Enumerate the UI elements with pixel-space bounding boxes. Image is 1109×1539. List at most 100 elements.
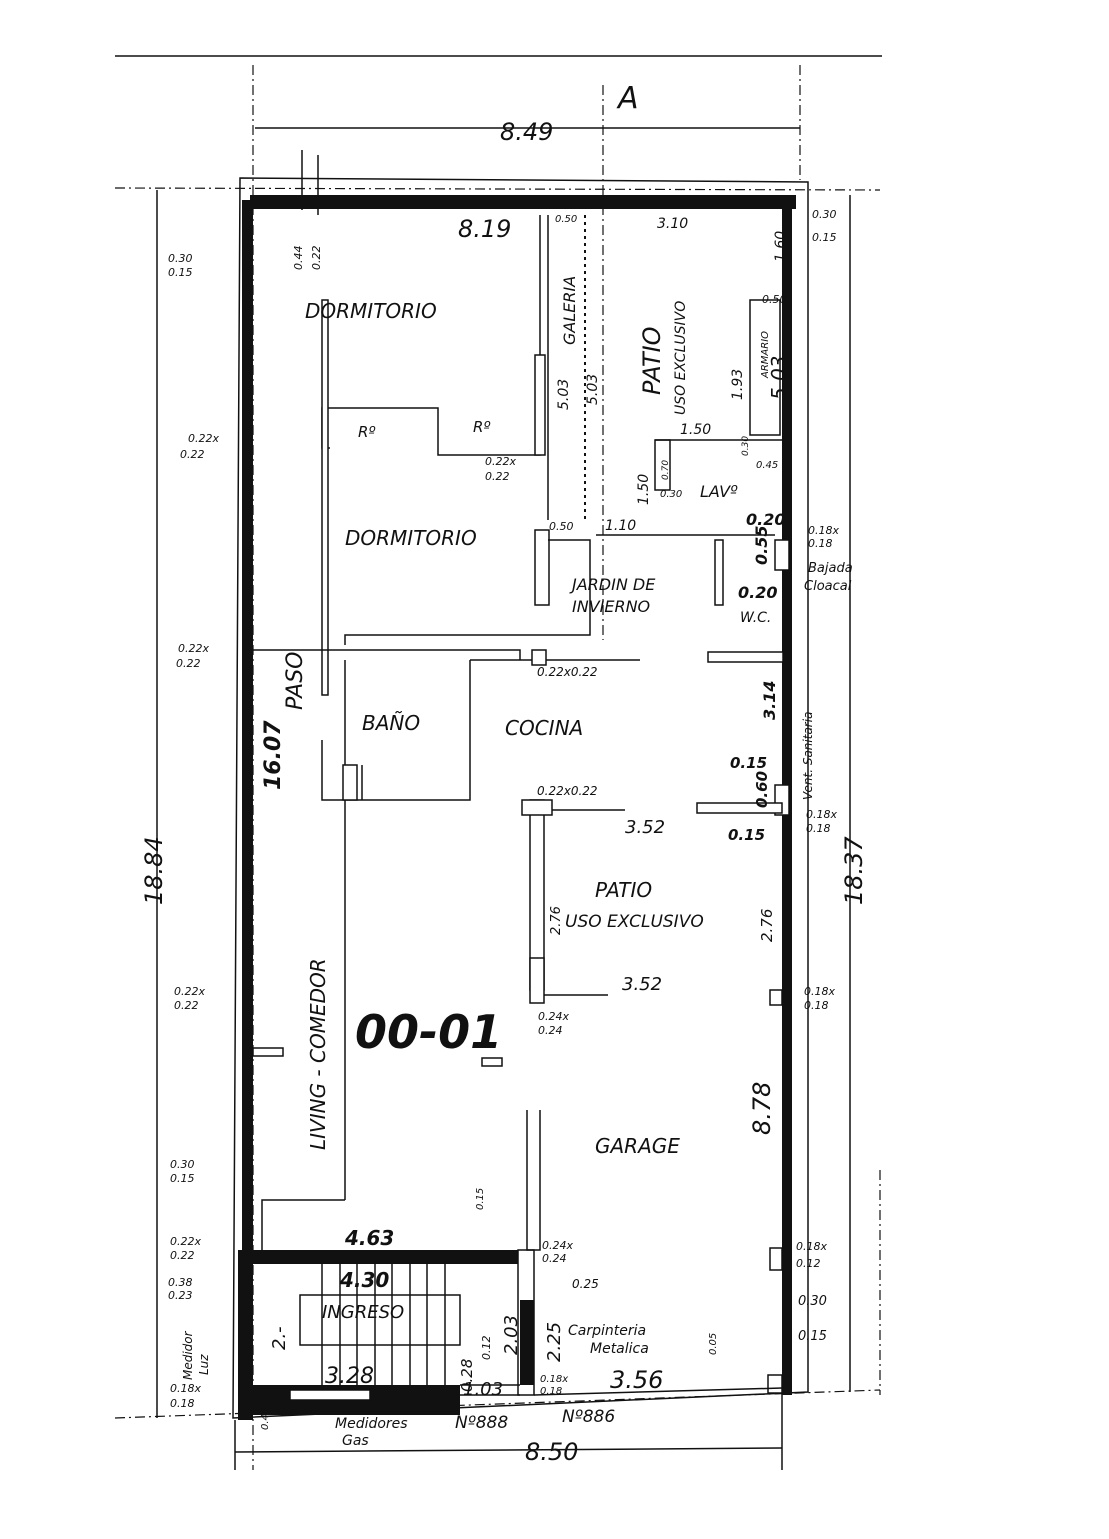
note-medidores-gas-1: Medidores bbox=[335, 1416, 408, 1432]
dimension-c18e2: 0.12 bbox=[796, 1257, 821, 1270]
dimension-d356: 3.56 bbox=[610, 1366, 663, 1394]
dimension-d015c: 0.15 bbox=[728, 826, 765, 844]
dimension-d503b: 5.03 bbox=[585, 374, 601, 405]
dimension-c22c1: 0.22x bbox=[178, 642, 209, 655]
dimension-d352b: 3.52 bbox=[622, 974, 662, 995]
note-bajada-1: Bajada bbox=[808, 561, 853, 576]
dimension-d005: 0.05 bbox=[708, 1333, 719, 1355]
note-vent: Vent. Sanitaria bbox=[801, 712, 815, 800]
note-medidor-luz-1: Medidor bbox=[181, 1330, 195, 1380]
room-label-dormitorio-1: DORMITORIO bbox=[305, 299, 437, 323]
dimension-d150a: 1.50 bbox=[680, 422, 711, 438]
lot-boundary bbox=[232, 177, 809, 1419]
room-label-bano: BAÑO bbox=[362, 711, 420, 735]
dimension-d430: 4.30 bbox=[339, 1268, 389, 1292]
dimension-c22f2: 0.22 bbox=[174, 999, 199, 1012]
dimension-d040: 0.40 bbox=[260, 1408, 271, 1430]
plan-section-marker: A bbox=[616, 81, 639, 116]
axis-line-top bbox=[114, 187, 881, 191]
room-label-armario: ARMARIO bbox=[760, 331, 771, 379]
dimension-c18c2: 0.18 bbox=[804, 999, 829, 1012]
dimension-c22b1: 0.22x bbox=[485, 455, 516, 468]
dimension-c18d1: 0.18x bbox=[170, 1382, 201, 1395]
room-label-wc: W.C. bbox=[740, 610, 771, 626]
dimension-d030r: 0.30 bbox=[812, 208, 837, 221]
dimension-d045: 0.45 bbox=[756, 460, 778, 471]
dimension-d055: 0.55 bbox=[752, 526, 771, 565]
dimension-d050a: 0.50 bbox=[555, 214, 577, 225]
dimension-lines bbox=[156, 127, 851, 1470]
dimension-c22g1: 0.22x bbox=[170, 1235, 201, 1248]
dimension-d030e: 0.30 bbox=[798, 1294, 827, 1309]
dimension-d023: 0.23 bbox=[168, 1289, 193, 1302]
dimension-d463: 4.63 bbox=[344, 1226, 394, 1250]
dimension-c24b2: 0.24 bbox=[542, 1252, 567, 1265]
dimension-d203: 2.03 bbox=[501, 1315, 522, 1355]
dimension-d022a: 0.22 bbox=[310, 246, 323, 271]
dimension-d015f: 0.15 bbox=[798, 1329, 827, 1344]
dimension-d070: 0.70 bbox=[661, 460, 671, 480]
dimension-d160: 1.60 bbox=[773, 231, 789, 262]
dimension-d060: 0.60 bbox=[753, 771, 771, 808]
note-carpinteria-1: Carpinteria bbox=[568, 1323, 646, 1339]
note-num-886: Nº886 bbox=[562, 1407, 615, 1427]
dimension-d503c: 5.03 bbox=[767, 355, 791, 400]
dimension-c22a1: 0.22x bbox=[188, 432, 219, 445]
dimension-c18e1: 0.18x bbox=[796, 1240, 827, 1253]
dimension-d193: 1.93 bbox=[730, 369, 746, 400]
dimension-c19a1: 0.18x bbox=[540, 1374, 568, 1385]
dimension-c22c2: 0.22 bbox=[176, 657, 201, 670]
room-label-dormitorio-2: DORMITORIO bbox=[345, 526, 477, 550]
dimension-d328: 3.28 bbox=[325, 1364, 374, 1389]
dimension-c18b1: 0.18x bbox=[806, 808, 837, 821]
room-label-ropero-1: Rº bbox=[358, 423, 376, 441]
plan-overall-depth-left: 18.84 bbox=[140, 836, 168, 905]
room-label-jardin-1: JARDIN DE bbox=[569, 575, 656, 594]
dimension-c22b2: 0.22 bbox=[485, 470, 510, 483]
dimension-d2: 2.- bbox=[269, 1326, 290, 1350]
room-label-patio-2: PATIO bbox=[595, 878, 652, 902]
dimension-d015e: 0.15 bbox=[475, 1188, 486, 1210]
dimension-c18c1: 0.18x bbox=[804, 985, 835, 998]
dimension-d103: 1.03 bbox=[463, 1379, 503, 1400]
dimension-d310: 3.10 bbox=[657, 216, 688, 232]
dimension-c18a2: 0.18 bbox=[808, 537, 833, 550]
dimension-d044: 0.44 bbox=[292, 246, 305, 271]
dimension-d030c: 0.30 bbox=[741, 436, 751, 456]
room-label-ingreso: INGRESO bbox=[322, 1302, 404, 1323]
plan-overall-width-top: 8.49 bbox=[500, 118, 553, 146]
dimension-d150b: 1.50 bbox=[636, 474, 652, 505]
dimension-d352a: 3.52 bbox=[625, 817, 665, 838]
note-medidores-gas-2: Gas bbox=[342, 1433, 369, 1449]
dimension-c18d2: 0.18 bbox=[170, 1397, 195, 1410]
dimension-d038: 0.38 bbox=[168, 1276, 193, 1289]
note-bajada-2: Cloacal bbox=[804, 579, 852, 594]
room-label-garage: GARAGE bbox=[595, 1134, 680, 1158]
dimension-d819: 8.19 bbox=[458, 215, 511, 243]
dimension-d015a: 0.15 bbox=[168, 266, 193, 279]
dimension-c24b1: 0.24x bbox=[542, 1239, 573, 1252]
note-medidor-luz-2: Luz bbox=[197, 1354, 211, 1375]
dimension-d878: 8.78 bbox=[748, 1082, 776, 1135]
walls bbox=[238, 195, 796, 1420]
room-label-jardin-2: INVIERNO bbox=[572, 597, 650, 616]
dimension-d030d: 0.30 bbox=[170, 1158, 195, 1171]
dimension-d314: 3.14 bbox=[760, 681, 779, 720]
plan-overall-depth-right: 18.37 bbox=[840, 836, 868, 905]
room-label-living: LIVING - COMEDOR bbox=[306, 958, 330, 1150]
room-label-cocina: COCINA bbox=[505, 716, 583, 740]
dimension-d015r: 0.15 bbox=[812, 231, 837, 244]
dimension-d015b: 0.15 bbox=[730, 754, 767, 772]
plan-unit-id: 00-01 bbox=[355, 1005, 502, 1059]
dimension-d1607: 16.07 bbox=[261, 720, 286, 790]
dimension-c22d: 0.22x0.22 bbox=[537, 665, 598, 679]
dimension-d028: 0.28 bbox=[458, 1359, 476, 1392]
dimension-d276a: 2.76 bbox=[549, 906, 564, 935]
dimension-c24a1: 0.24x bbox=[538, 1010, 569, 1023]
dimension-d030a: 0.30 bbox=[168, 252, 193, 265]
room-label-paso: PASO bbox=[283, 651, 308, 710]
dimension-d015d: 0.15 bbox=[170, 1172, 195, 1185]
dimension-d276b: 2.76 bbox=[758, 909, 776, 942]
